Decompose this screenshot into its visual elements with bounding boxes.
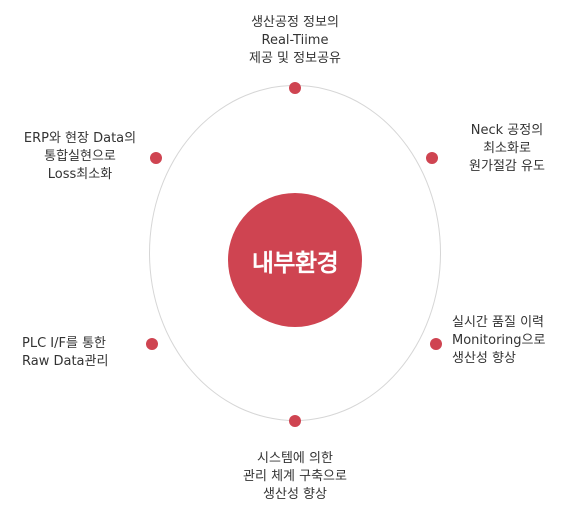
center-label: 내부환경: [251, 248, 339, 277]
node-label-line: 최소화로: [483, 141, 531, 156]
node-label-line: 시스템에 의한: [257, 451, 333, 466]
node-label-line: Real-Tiime: [261, 33, 329, 48]
node-label-bottom: 시스템에 의한 관리 체계 구축으로 생산성 향상: [215, 450, 375, 504]
node-label-line: 원가절감 유도: [469, 159, 545, 174]
node-label-line: 제공 및 정보공유: [249, 51, 341, 66]
node-label-line: Loss최소화: [47, 167, 113, 182]
node-label-line: 생산공정 정보의: [251, 15, 339, 30]
node-label-top: 생산공정 정보의 Real-Tiime 제공 및 정보공유: [220, 14, 370, 68]
node-label-bottom-left: PLC I/F를 통한 Raw Data관리: [22, 335, 147, 371]
node-dot-bottom-right: [430, 338, 442, 350]
node-label-line: Monitoring으로: [452, 333, 546, 348]
node-label-line: 통합실현으로: [44, 149, 116, 164]
node-label-line: 관리 체계 구축으로: [243, 469, 347, 484]
node-label-line: 실시간 품질 이력: [452, 315, 544, 330]
node-label-top-left: ERP와 현장 Data의 통합실현으로 Loss최소화: [10, 130, 150, 184]
node-dot-top-right: [426, 152, 438, 164]
center-circle: 내부환경: [228, 193, 362, 327]
node-dot-bottom-left: [146, 338, 158, 350]
node-label-line: 생산성 향상: [452, 351, 516, 366]
node-label-line: ERP와 현장 Data의: [23, 131, 137, 146]
node-label-line: Raw Data관리: [22, 354, 109, 369]
node-dot-top-left: [150, 152, 162, 164]
node-label-line: Neck 공정의: [470, 123, 544, 138]
node-label-line: PLC I/F를 통한: [22, 336, 106, 351]
node-dot-bottom: [289, 415, 301, 427]
node-label-bottom-right: 실시간 품질 이력 Monitoring으로 생산성 향상: [452, 314, 577, 368]
node-label-line: 생산성 향상: [263, 487, 327, 502]
node-label-top-right: Neck 공정의 최소화로 원가절감 유도: [442, 122, 572, 176]
node-dot-top: [289, 82, 301, 94]
